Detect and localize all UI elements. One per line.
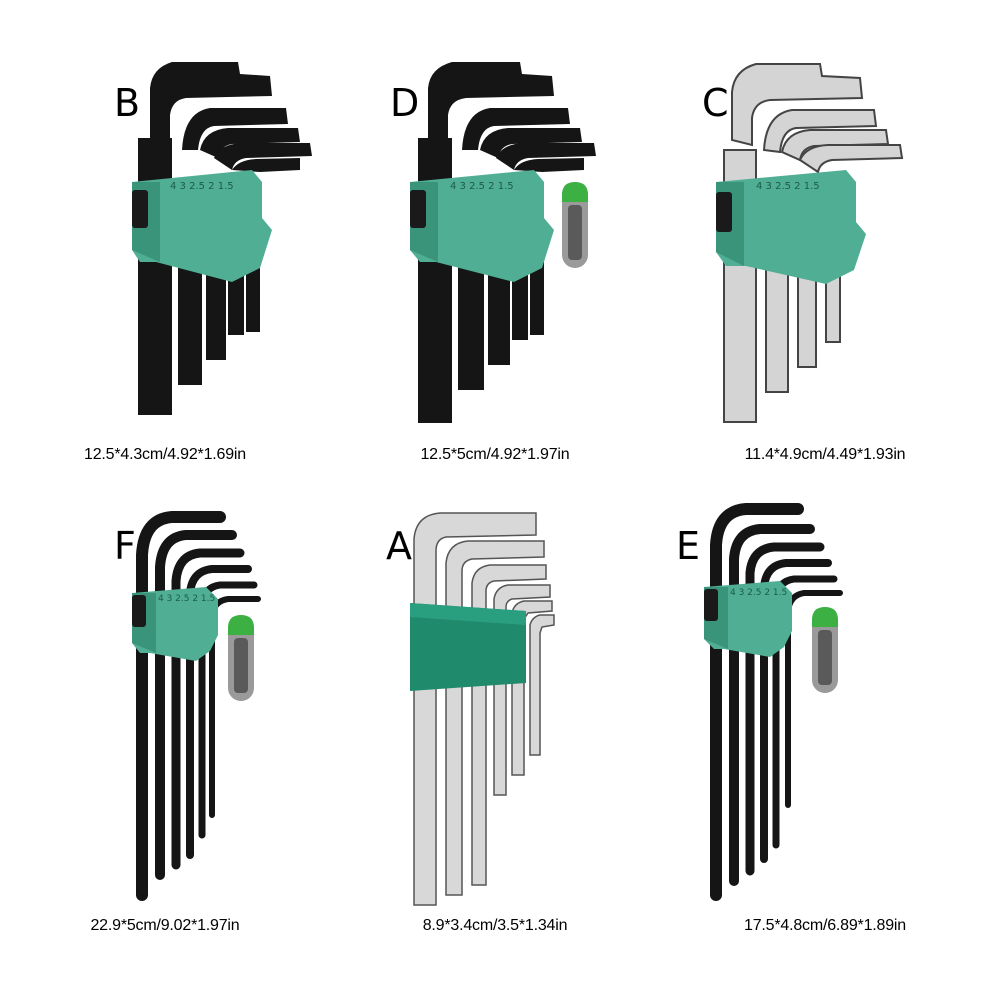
hex-key-set-with-bit-holder-image: 4 3 2.5 2 1.5 (410, 62, 596, 423)
product-letter: A (386, 524, 412, 568)
dimension-label: 17.5*4.8cm/6.89*1.89in (744, 917, 906, 934)
svg-text:4 3 2.5 2 1.5: 4 3 2.5 2 1.5 (756, 181, 820, 192)
product-d: D 4 3 2.5 2 1.5 12.5*5cm/4.92*1.97in (330, 0, 660, 495)
product-letter: E (676, 524, 701, 568)
svg-text:4 3 2.5 2 1.5: 4 3 2.5 2 1.5 (158, 594, 215, 604)
dimension-label: 11.4*4.9cm/4.49*1.93in (744, 446, 906, 463)
svg-text:4 3 2.5 2 1.5: 4 3 2.5 2 1.5 (730, 588, 787, 598)
dimension-label: 22.9*5cm/9.02*1.97in (90, 917, 240, 934)
dimension-label: 8.9*3.4cm/3.5*1.34in (422, 917, 568, 934)
product-letter: F (114, 524, 136, 568)
product-b: B 4 3 2.5 2 1.5 12.5*4.3cm/4.92*1.69in (0, 0, 330, 495)
svg-text:4 3 2.5 2 1.5: 4 3 2.5 2 1.5 (450, 181, 514, 192)
hex-key-set-image: 4 3 2.5 2 1.5 (132, 62, 312, 415)
product-letter: D (390, 81, 420, 125)
product-a: A 8.9*3.4cm/3.5*1.34in (330, 495, 660, 990)
product-f: F 4 3 2.5 2 1.5 22.9*5cm/9.02*1.97in (0, 495, 330, 990)
bit-holder-icon (228, 615, 254, 701)
chrome-hex-key-set-plain-image (410, 512, 555, 906)
torx-key-set-medium-image: 4 3 2.5 2 1.5 (704, 503, 843, 901)
svg-text:4 3 2.5 2 1.5: 4 3 2.5 2 1.5 (170, 181, 234, 192)
dimension-label: 12.5*5cm/4.92*1.97in (420, 446, 570, 463)
product-e: E 4 3 2.5 2 1.5 17.5*4.8cm/6.89*1.89in (660, 495, 990, 990)
product-c: C 4 3 2.5 2 1.5 11.4*4.9cm/4.49*1.93in (660, 0, 990, 495)
dimension-label: 12.5*4.3cm/4.92*1.69in (84, 446, 246, 463)
product-letter: C (702, 81, 729, 125)
bit-holder-icon (562, 182, 588, 268)
bit-holder-icon (812, 607, 838, 693)
product-letter: B (114, 81, 141, 125)
torx-key-set-long-image: 4 3 2.5 2 1.5 (132, 511, 261, 901)
chrome-hex-key-set-image: 4 3 2.5 2 1.5 (716, 63, 904, 423)
